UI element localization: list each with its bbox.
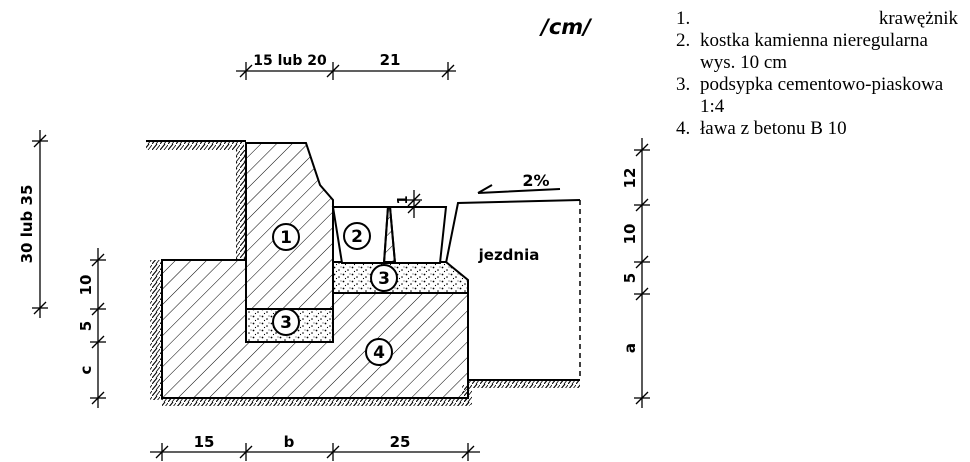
roadway-edge — [445, 199, 581, 264]
slope-label: 2% — [522, 171, 549, 190]
legend-num-1: 1. — [676, 8, 691, 29]
dim-left-height: 30 lub 35 — [18, 185, 36, 264]
callout-circle-3b — [272, 308, 300, 336]
dim-bottom-25: 25 — [390, 433, 411, 451]
legend-text-3: podsypka cementowo-piaskowa 1:4 — [700, 74, 944, 117]
callout-label-1: 1 — [280, 228, 292, 248]
callout-label-3a: 3 — [378, 269, 390, 289]
dim-right-12: 12 — [621, 168, 639, 189]
dim-bottom-15: 15 — [194, 433, 215, 451]
legend-list: 1. krawężnik 2. kostka kamienna nieregul… — [660, 8, 960, 140]
callout-label-4: 4 — [373, 343, 385, 363]
dim-top-stone: 21 — [380, 51, 401, 69]
slope-arrow — [477, 184, 561, 194]
road-label: jezdnia — [478, 246, 540, 264]
dim-right-5: 5 — [621, 273, 639, 283]
legend-num-2: 2. — [676, 30, 691, 51]
curb-cross-section-drawing: 1 2 3 3 4 jezdnia 2% /cm/ — [18, 15, 650, 461]
legend-item-1: 1. krawężnik — [660, 8, 960, 30]
callout-circle-2 — [343, 222, 371, 250]
unit-label: /cm/ — [538, 15, 593, 39]
legend-text-2: kostka kamienna nieregularna wys. 10 cm — [700, 30, 928, 73]
dim-left-10: 10 — [77, 275, 95, 296]
legend-item-4: 4. ława z betonu B 10 — [660, 118, 960, 140]
legend-text-1: krawężnik — [878, 8, 958, 29]
callout-label-2: 2 — [351, 227, 363, 247]
dim-right-a: a — [621, 343, 639, 353]
callouts — [272, 222, 398, 366]
dim-bottom-b: b — [284, 433, 295, 451]
dim-left-c: c — [77, 366, 95, 375]
dimension-lines — [32, 62, 650, 461]
dim-left-5: 5 — [77, 321, 95, 331]
callout-circle-4 — [365, 338, 393, 366]
dim-right-10: 10 — [621, 224, 639, 245]
legend-text-4: ława z betonu B 10 — [700, 118, 847, 139]
legend-item-3: 3. podsypka cementowo-piaskowa 1:4 — [660, 74, 960, 118]
dim-slope-1: 1 — [396, 195, 411, 204]
legend-num-4: 4. — [676, 118, 691, 139]
callout-circle-1 — [272, 223, 300, 251]
legend-item-2: 2. kostka kamienna nieregularna wys. 10 … — [660, 30, 960, 74]
callout-label-3b: 3 — [280, 313, 292, 333]
callout-circle-3a — [370, 264, 398, 292]
legend-num-3: 3. — [676, 74, 691, 95]
dim-top-curb: 15 lub 20 — [253, 53, 327, 69]
sand-bed-under-paving — [332, 261, 469, 294]
